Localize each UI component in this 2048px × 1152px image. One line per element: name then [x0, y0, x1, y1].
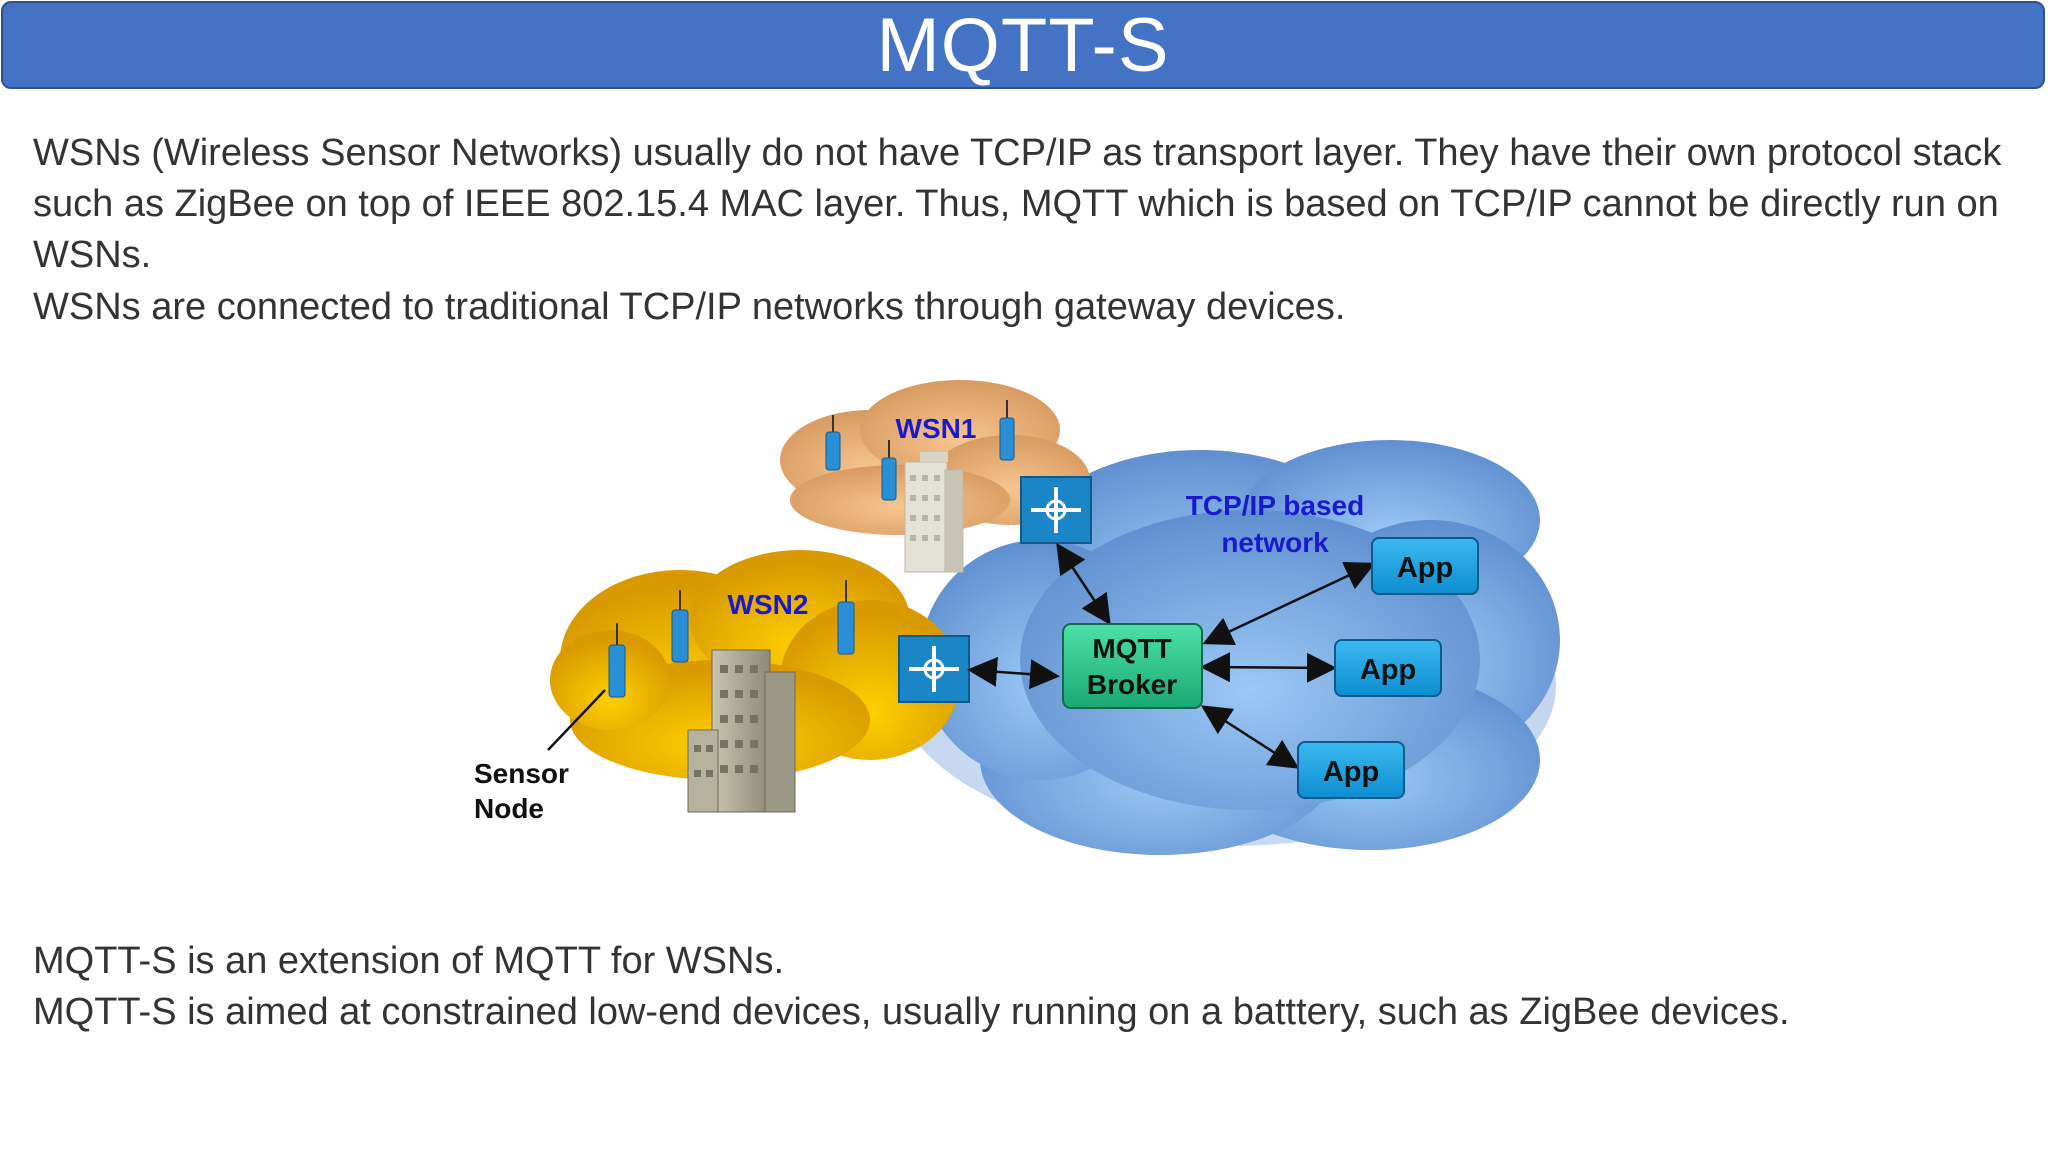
broker-label-line2: Broker — [1087, 669, 1177, 700]
paragraph-mqtt-s-devices: MQTT-S is aimed at constrained low-end d… — [33, 991, 1790, 1033]
network-label-line1: TCP/IP based — [1186, 490, 1364, 521]
connection-arrows — [547, 542, 1376, 769]
network-label-line2: network — [1221, 527, 1329, 558]
wsn1-building — [904, 452, 964, 573]
gateway-icon — [1020, 476, 1092, 544]
app-box: App — [1297, 741, 1405, 799]
app-label: App — [1397, 552, 1453, 584]
sensor-label-line1: Sensor — [474, 758, 569, 789]
paragraph-wsn-intro: WSNs (Wireless Sensor Networks) usually … — [33, 132, 2002, 276]
paragraph-gateway: WSNs are connected to traditional TCP/IP… — [33, 286, 1346, 328]
slide-title: MQTT-S — [876, 2, 1170, 88]
wsn2-label: WSN2 — [728, 589, 809, 620]
sensor-node-icon — [608, 400, 1015, 698]
app-box: App — [1371, 537, 1479, 595]
app-box: App — [1334, 639, 1442, 697]
app-label: App — [1360, 654, 1416, 686]
wsn1-label: WSN1 — [896, 413, 977, 444]
app-label: App — [1323, 756, 1379, 788]
title-bar: MQTT-S — [1, 1, 2045, 89]
mqtt-broker-box: MQTT Broker — [1062, 623, 1203, 709]
gateway-icon — [898, 635, 970, 703]
wsn2-buildings — [687, 649, 796, 813]
paragraph-mqtt-s-extension: MQTT-S is an extension of MQTT for WSNs. — [33, 940, 785, 982]
broker-label-line1: MQTT — [1092, 633, 1171, 664]
sensor-label-line2: Node — [474, 793, 544, 824]
